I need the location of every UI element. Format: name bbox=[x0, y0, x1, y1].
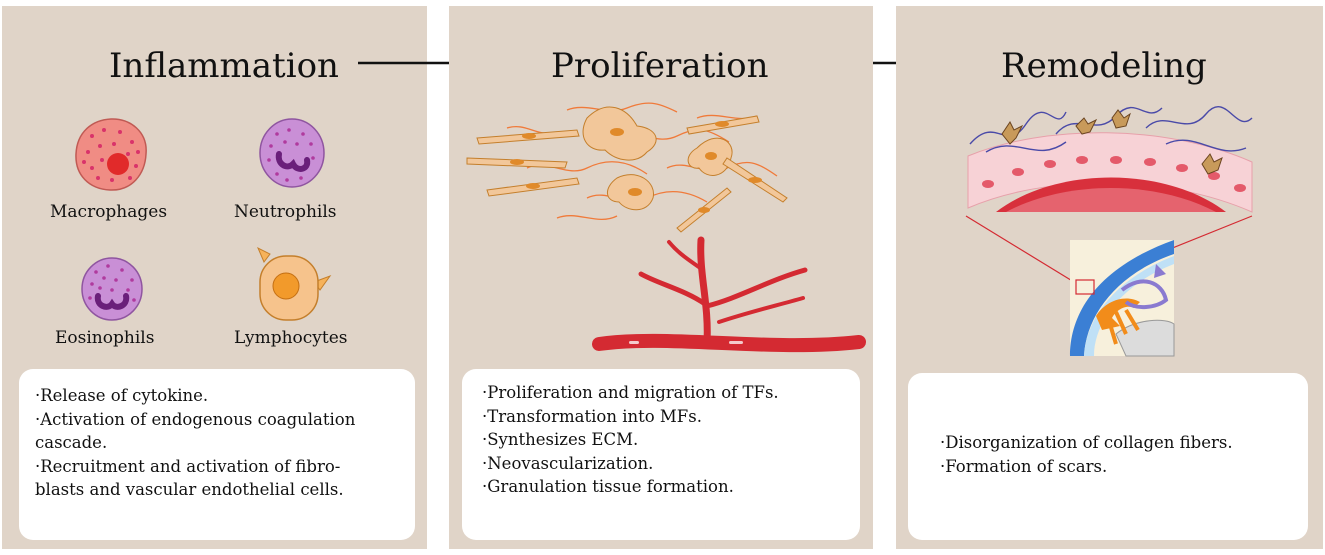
proliferation-point: ·Neovascularization. bbox=[482, 453, 654, 473]
remodeling-point: ·Disorganization of collagen fibers. bbox=[940, 433, 1233, 452]
eosinophil-icon bbox=[81, 257, 143, 321]
proliferation-summary-box: ·Proliferation and migration of TFs. ·Tr… bbox=[462, 369, 860, 540]
neutrophil-icon bbox=[259, 118, 325, 188]
remodeling-panel: Remodeling bbox=[896, 6, 1323, 549]
inflammation-summary-box: ·Release of cytokine. ·Activation of end… bbox=[19, 369, 415, 540]
proliferation-point: ·Synthesizes ECM. bbox=[482, 430, 639, 449]
proliferation-point: ·Proliferation and migration of TFs. bbox=[482, 383, 779, 402]
eosinophils-label: Eosinophils bbox=[55, 328, 155, 348]
scar-tissue-icon bbox=[965, 106, 1253, 357]
proliferation-panel: Proliferation bbox=[449, 6, 873, 549]
remodeling-summary-box: ·Disorganization of collagen fibers. ·Fo… bbox=[908, 373, 1308, 540]
proliferation-point: ·Granulation tissue formation. bbox=[482, 477, 734, 496]
macrophage-icon bbox=[75, 118, 147, 191]
proliferation-title: Proliferation bbox=[551, 46, 769, 86]
macrophages-label: Macrophages bbox=[50, 202, 168, 222]
blood-vessel-icon bbox=[592, 236, 866, 353]
remodeling-point: ·Formation of scars. bbox=[940, 456, 1108, 476]
inflammation-point: cascade. bbox=[35, 433, 108, 452]
proliferation-point: ·Transformation into MFs. bbox=[482, 406, 702, 426]
neutrophils-label: Neutrophils bbox=[234, 202, 337, 222]
lymphocytes-label: Lymphocytes bbox=[234, 328, 348, 348]
inflammation-panel: Inflammation Macrophages Neutrophils Eos… bbox=[2, 6, 427, 549]
inflammation-point: ·Recruitment and activation of fibro- bbox=[35, 456, 341, 476]
fibroblast-cluster-icon bbox=[466, 102, 788, 233]
inflammation-title: Inflammation bbox=[109, 46, 339, 86]
inflammation-point: ·Release of cytokine. bbox=[35, 386, 209, 405]
lymphocyte-icon bbox=[257, 246, 332, 321]
inflammation-point: ·Activation of endogenous coagulation bbox=[35, 409, 356, 429]
inflammation-point: blasts and vascular endothelial cells. bbox=[35, 480, 344, 499]
remodeling-title: Remodeling bbox=[1001, 46, 1207, 86]
